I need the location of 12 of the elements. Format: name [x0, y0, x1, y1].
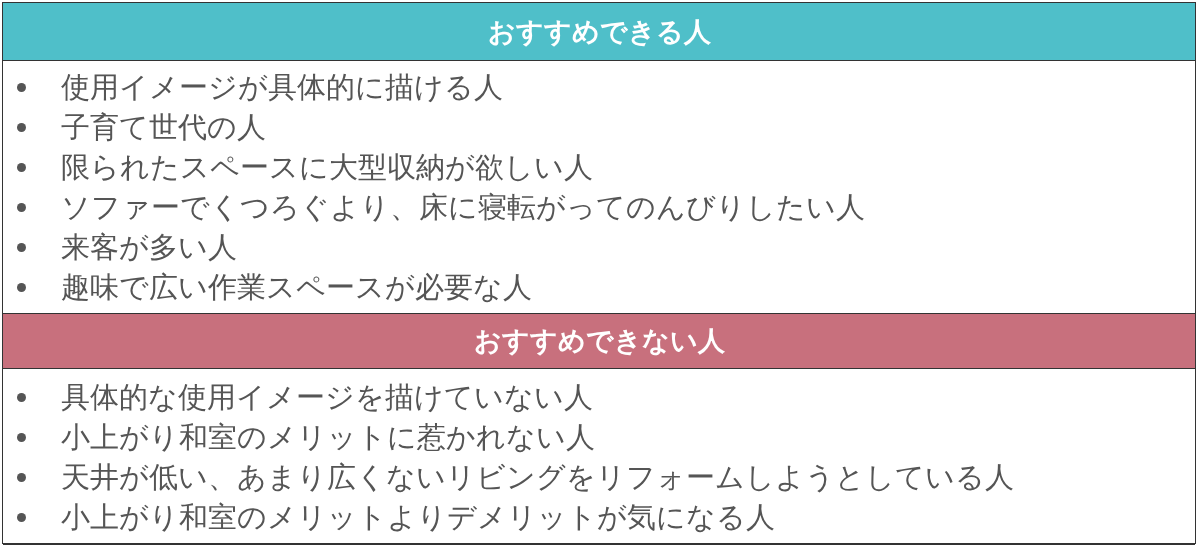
list-item: 小上がり和室のメリットに惹かれない人 [61, 420, 595, 454]
list-item: 具体的な使用イメージを描けていない人 [61, 380, 593, 414]
list-item: 限られたスペースに大型収納が欲しい人 [61, 150, 593, 184]
list-item: 天井が低い、あまり広くないリビングをリフォームしようとしている人 [61, 460, 1014, 494]
list-item: 小上がり和室のメリットよりデメリットが気になる人 [61, 500, 775, 534]
header-band: おすすめできない人 [3, 314, 1195, 369]
list-item: 使用イメージが具体的に描ける人 [61, 70, 503, 104]
list-item: 子育て世代の人 [61, 110, 266, 144]
list-item: ソファーでくつろぐより、床に寝転がってのんびりしたい人 [61, 190, 865, 224]
list-item: 趣味で広い作業スペースが必要な人 [61, 270, 532, 304]
list-item: 来客が多い人 [61, 230, 237, 264]
header-band: おすすめできる人 [3, 3, 1195, 61]
